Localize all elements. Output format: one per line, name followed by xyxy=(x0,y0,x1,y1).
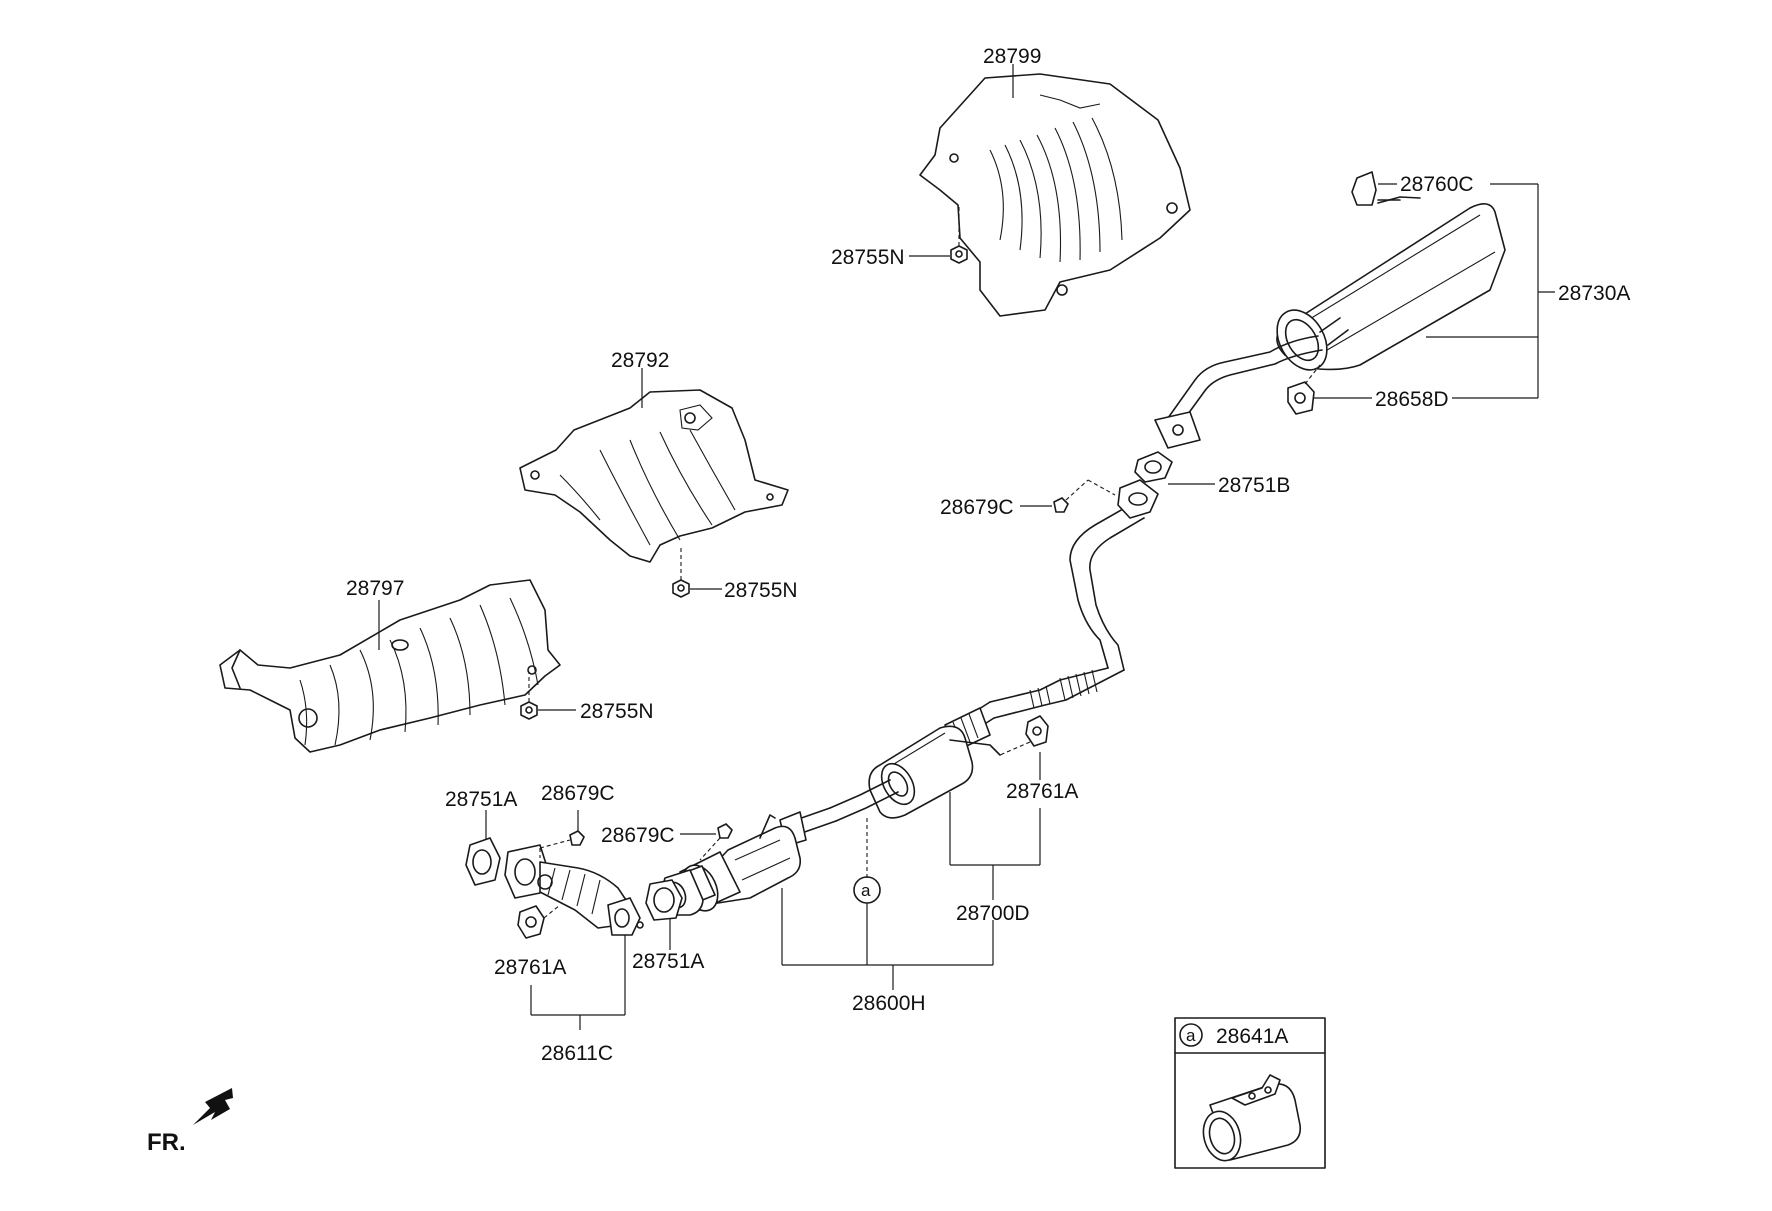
label-28751A-center: 28751A xyxy=(632,950,704,973)
label-28600H: 28600H xyxy=(852,992,926,1015)
bracket-28700D xyxy=(950,808,1041,900)
label-28755N-mid: 28755N xyxy=(724,579,798,602)
catalytic-converter-28600H xyxy=(659,807,868,965)
label-28751A-left: 28751A xyxy=(445,788,517,811)
hanger-28761A-left xyxy=(517,904,561,939)
label-28700D: 28700D xyxy=(956,902,1030,925)
label-28761A-right: 28761A xyxy=(1006,780,1078,803)
legend-callout-letter: a xyxy=(1186,1026,1196,1045)
heat-shield-28799 xyxy=(919,64,1191,317)
label-28755N-low: 28755N xyxy=(580,700,654,723)
label-28792: 28792 xyxy=(611,349,669,372)
legend-box xyxy=(1174,1017,1326,1169)
rear-muffler-28730A xyxy=(1154,196,1538,449)
callout-a xyxy=(853,876,881,965)
center-pipe-rear xyxy=(989,479,1159,719)
front-pipe-28611C xyxy=(504,839,644,936)
nut-28755N-low xyxy=(520,672,576,720)
gasket-28751A-left xyxy=(465,810,501,886)
arrow-down-left-icon xyxy=(193,1088,233,1125)
label-28751B: 28751B xyxy=(1218,474,1290,497)
hanger-28658D xyxy=(1287,364,1372,415)
label-28799: 28799 xyxy=(983,45,1041,68)
label-28611C: 28611C xyxy=(541,1042,613,1065)
bolt-28679C-left xyxy=(569,810,585,846)
heat-shield-28792 xyxy=(519,368,789,563)
heat-shield-28797 xyxy=(219,579,561,753)
bracket-28611C xyxy=(530,935,626,1030)
gasket-28751B xyxy=(1134,451,1215,485)
legend-part-number: 28641A xyxy=(1216,1025,1288,1048)
label-28730A: 28730A xyxy=(1558,282,1630,305)
label-28679C-right: 28679C xyxy=(940,496,1014,519)
label-28760C: 28760C xyxy=(1400,173,1474,196)
label-28797: 28797 xyxy=(346,577,404,600)
label-28755N-top: 28755N xyxy=(831,246,905,269)
bolt-28679C-right xyxy=(1020,479,1116,513)
front-label: FR. xyxy=(147,1129,186,1156)
bracket-28730A xyxy=(1452,183,1555,399)
gasket-28751A-center xyxy=(645,879,683,950)
label-28679C-left: 28679C xyxy=(541,782,615,805)
bracket-28600H xyxy=(782,920,994,990)
nut-28755N-top xyxy=(909,205,968,264)
label-28679C-center: 28679C xyxy=(601,824,675,847)
front-indicator xyxy=(193,1088,233,1125)
label-28761A-left: 28761A xyxy=(494,956,566,979)
clamp-sleeve-28641A xyxy=(1202,1074,1302,1162)
hanger-28761A-right xyxy=(999,715,1049,780)
center-muffler-28700D xyxy=(829,701,1001,865)
label-28658D: 28658D xyxy=(1375,388,1449,411)
bolt-28679C-center xyxy=(680,823,733,861)
callout-a-letter: a xyxy=(861,881,871,900)
hanger-28760C xyxy=(1351,171,1401,206)
nut-28755N-mid xyxy=(672,548,722,598)
